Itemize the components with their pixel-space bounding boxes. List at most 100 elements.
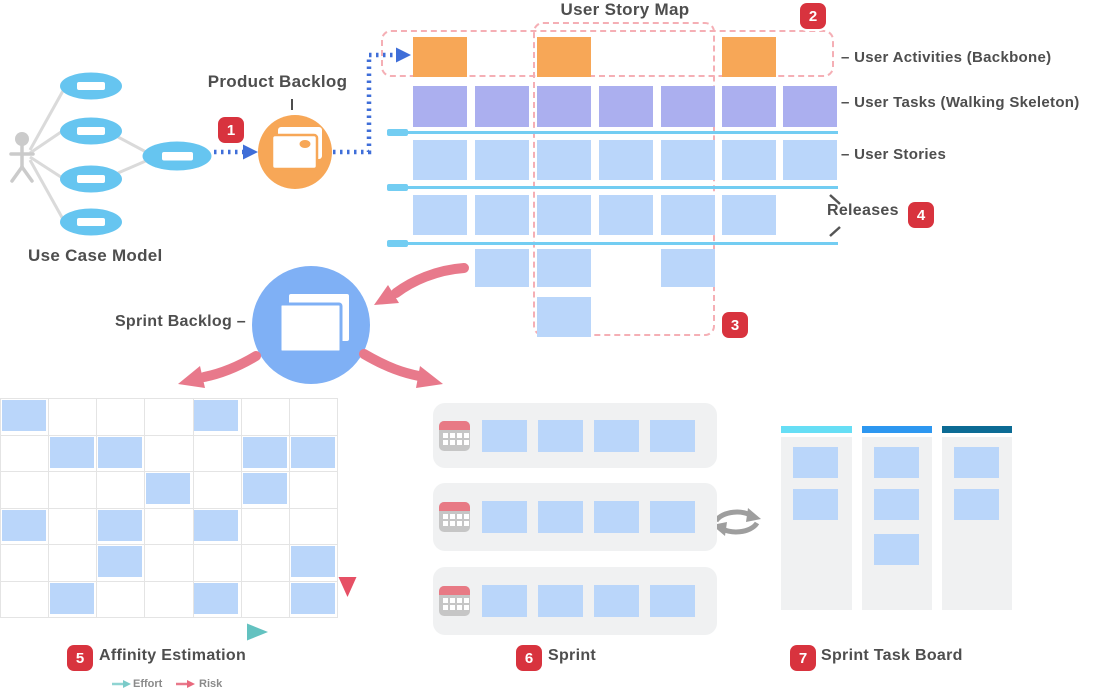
sprint-task-card	[594, 501, 639, 533]
affinity-grid-cell	[241, 545, 289, 581]
user-task-card	[661, 86, 715, 127]
actor-icon	[9, 132, 35, 183]
sprint-iteration-panel	[433, 567, 717, 635]
user-task-card	[475, 86, 529, 127]
board-task-card	[793, 489, 838, 520]
affinity-card	[98, 436, 143, 468]
affinity-card	[2, 509, 46, 541]
effort-legend-arrow-icon	[112, 680, 131, 688]
affinity-grid-cell	[193, 545, 241, 581]
affinity-grid-cell	[49, 545, 97, 581]
affinity-card	[50, 583, 95, 614]
affinity-estimation-label: Affinity Estimation	[99, 647, 247, 664]
use-case-model-label: Use Case Model	[28, 246, 163, 265]
calendar-dot	[464, 439, 469, 445]
affinity-grid-cell	[1, 435, 49, 471]
board-column-header	[862, 426, 932, 433]
board-task-card	[874, 534, 919, 565]
affinity-grid-cell	[145, 545, 193, 581]
board-task-card	[954, 447, 999, 478]
risk-legend-label: Risk	[199, 678, 223, 690]
release-line-tab	[387, 184, 408, 191]
board-task-card	[874, 489, 919, 520]
sprint-task-card	[538, 501, 583, 533]
calendar-date-grid	[439, 595, 470, 610]
calendar-dot	[443, 439, 448, 445]
user-story-card	[661, 249, 715, 287]
releases-label: Releases	[827, 202, 899, 219]
calendar-header	[439, 420, 470, 430]
arrow-sprintbacklog-to-affinity	[178, 351, 261, 388]
affinity-card	[194, 509, 239, 541]
sprint-task-card	[594, 419, 639, 452]
user-story-card	[475, 140, 529, 180]
user-activity-card	[722, 37, 776, 77]
sprint-label: Sprint	[548, 647, 597, 664]
sprint-task-board-label: Sprint Task Board	[821, 647, 963, 664]
step-badge-2: 2	[800, 3, 826, 29]
user-story-card	[599, 195, 653, 235]
board-column-header	[942, 426, 1012, 433]
user-story-card	[661, 195, 715, 235]
affinity-grid-cell	[241, 399, 289, 435]
affinity-grid-cell	[1, 581, 49, 617]
sprint-task-card	[650, 585, 695, 617]
board-task-card	[793, 447, 838, 478]
step-badge-6: 6	[516, 645, 542, 671]
calendar-dot	[457, 521, 462, 526]
affinity-card	[290, 583, 335, 614]
release-line-tab	[387, 240, 408, 247]
calendar-dot	[464, 605, 469, 610]
user-task-card	[537, 86, 591, 127]
step-badge-3: 3	[722, 312, 748, 338]
calendar-date-grid	[439, 511, 470, 526]
sprint-task-card	[650, 419, 695, 452]
sprint-iteration-panel	[433, 403, 717, 468]
sprint-task-card	[538, 585, 583, 617]
user-story-card	[413, 195, 467, 235]
step-badge-7: 7	[790, 645, 816, 671]
board-column	[862, 437, 932, 610]
affinity-grid-cell	[97, 581, 145, 617]
board-task-card	[954, 489, 999, 520]
affinity-grid-cell	[49, 472, 97, 508]
sprint-backlog-icon	[252, 266, 370, 384]
product-backlog-icon	[258, 115, 332, 189]
user-story-card	[722, 140, 776, 180]
affinity-grid-cell	[1, 545, 49, 581]
calendar-dot	[450, 521, 455, 526]
activities-legend-label: – User Activities (Backbone)	[841, 49, 1052, 66]
step-badge-1: 1	[218, 117, 244, 143]
calendar-dot	[464, 432, 469, 438]
board-column	[781, 437, 852, 610]
dotted-arrow-usecase-to-backlog	[214, 144, 258, 160]
affinity-grid-cell	[97, 472, 145, 508]
release-line-tab	[387, 129, 408, 136]
calendar-dot	[464, 514, 469, 519]
sprint-iteration-panel	[433, 483, 717, 551]
risk-legend-arrow-icon	[176, 680, 195, 688]
calendar-dot	[450, 598, 455, 603]
affinity-card	[290, 546, 335, 578]
user-story-card	[413, 140, 467, 180]
affinity-card	[2, 400, 46, 431]
affinity-card	[50, 436, 95, 468]
sprint-task-card	[482, 501, 527, 533]
affinity-grid-cell	[289, 399, 337, 435]
affinity-grid-cell	[289, 472, 337, 508]
affinity-card	[146, 473, 191, 505]
sprint-task-card	[650, 501, 695, 533]
affinity-grid-cell	[241, 508, 289, 544]
affinity-card	[194, 583, 239, 614]
board-column-header	[781, 426, 852, 433]
calendar-dot	[457, 598, 462, 603]
sprint-task-card	[482, 585, 527, 617]
release-line	[388, 242, 838, 245]
calendar-dot	[450, 605, 455, 610]
risk-axis-arrow	[338, 440, 357, 597]
affinity-grid-cell	[241, 581, 289, 617]
user-task-card	[599, 86, 653, 127]
user-story-card	[722, 195, 776, 235]
calendar-header	[439, 502, 470, 511]
